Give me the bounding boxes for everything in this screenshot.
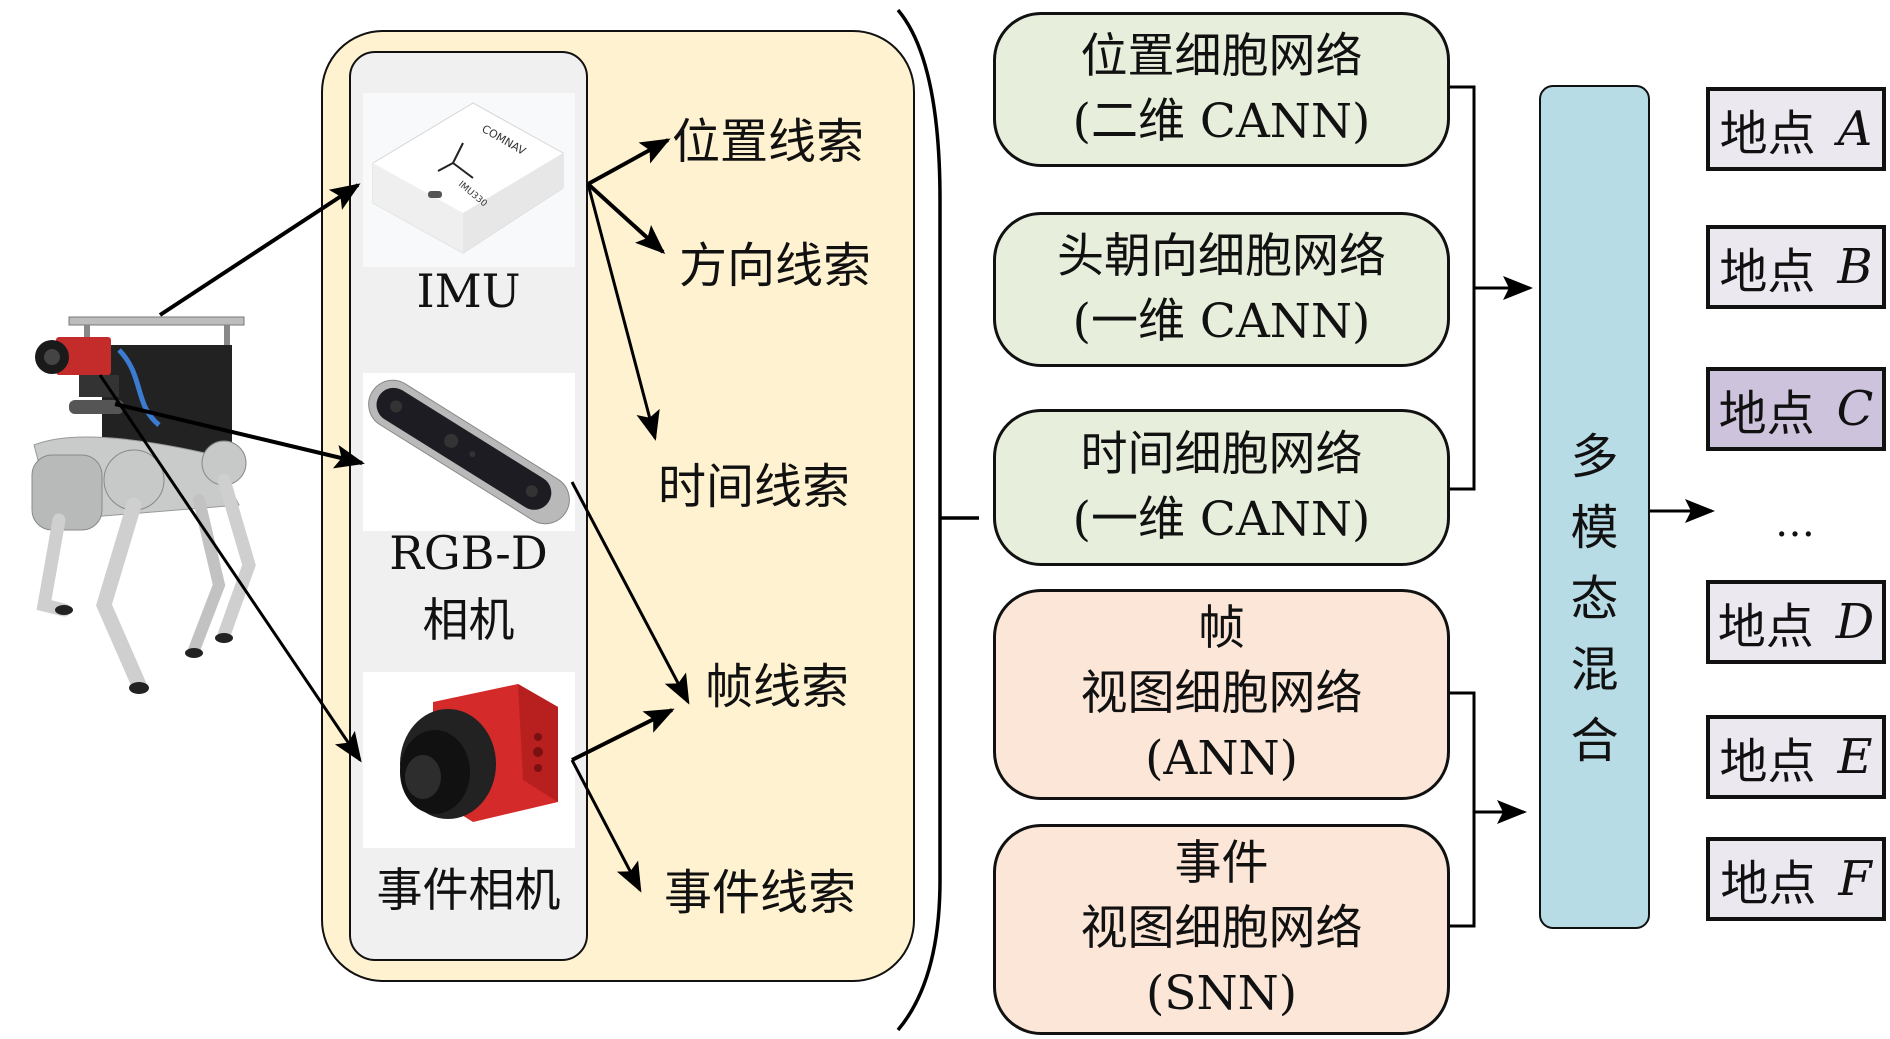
imu-label: IMU xyxy=(416,264,521,318)
robot-dog-image xyxy=(31,316,256,694)
imu-image: COMNAV IMU330 xyxy=(363,93,575,267)
head-net-line2: (一维 CANN) xyxy=(1072,293,1371,349)
location-var: E xyxy=(1837,729,1873,785)
event-net-line3: (SNN) xyxy=(1145,965,1298,1021)
head-direction-cell-network: 头朝向细胞网络 (一维 CANN) xyxy=(993,212,1450,367)
event-camera-image xyxy=(363,672,575,848)
frame-net-line2: 视图细胞网络 xyxy=(1080,666,1363,722)
bracket-cann-networks xyxy=(1450,85,1476,491)
place-net-line2: (二维 CANN) xyxy=(1072,93,1371,149)
location-prefix: 地点 xyxy=(1719,734,1816,790)
cue-time: 时间线索 xyxy=(658,459,851,515)
location-var: C xyxy=(1836,381,1874,437)
time-net-line2: (一维 CANN) xyxy=(1072,491,1371,547)
location-prefix: 地点 xyxy=(1718,386,1815,442)
location-prefix: 地点 xyxy=(1719,106,1816,162)
event-camera-label: 事件相机 xyxy=(376,863,561,917)
ellipsis: … xyxy=(1775,500,1817,546)
location-a: 地点 A xyxy=(1706,87,1886,171)
head-net-line1: 头朝向细胞网络 xyxy=(1057,228,1386,284)
location-var: A xyxy=(1837,101,1873,157)
event-net-line2: 视图细胞网络 xyxy=(1080,901,1363,957)
cue-event: 事件线索 xyxy=(664,865,857,921)
fusion-label: 多 模 态 混 合 xyxy=(1541,422,1648,777)
rgbd-label-line1: RGB-D xyxy=(389,526,548,580)
location-f: 地点 F xyxy=(1706,837,1886,921)
event-view-cell-network: 事件 视图细胞网络 (SNN) xyxy=(993,824,1450,1035)
cue-frame: 帧线索 xyxy=(705,659,850,715)
place-cell-network: 位置细胞网络 (二维 CANN) xyxy=(993,12,1450,167)
location-b: 地点 B xyxy=(1706,225,1886,309)
place-net-line1: 位置细胞网络 xyxy=(1080,28,1363,84)
cue-direction: 方向线索 xyxy=(679,238,872,294)
fusion-char: 混 xyxy=(1570,642,1619,699)
frame-net-line1: 帧 xyxy=(1198,601,1245,657)
fusion-char: 模 xyxy=(1570,500,1619,557)
location-var: F xyxy=(1838,851,1872,907)
multimodal-fusion-block: 多 模 态 混 合 xyxy=(1539,85,1650,929)
location-d: 地点 D xyxy=(1706,580,1886,664)
location-var: B xyxy=(1837,239,1873,295)
cue-position: 位置线索 xyxy=(672,114,865,170)
time-cell-network: 时间细胞网络 (一维 CANN) xyxy=(993,409,1450,566)
location-e: 地点 E xyxy=(1706,715,1886,799)
rgbd-label-line2: 相机 xyxy=(422,593,515,647)
frame-view-cell-network: 帧 视图细胞网络 (ANN) xyxy=(993,589,1450,800)
fusion-char: 多 xyxy=(1570,429,1619,485)
location-prefix: 地点 xyxy=(1717,599,1814,655)
frame-net-line3: (ANN) xyxy=(1145,730,1298,786)
location-prefix: 地点 xyxy=(1720,856,1817,912)
event-net-line1: 事件 xyxy=(1174,836,1269,892)
location-var: D xyxy=(1835,594,1875,650)
time-net-line1: 时间细胞网络 xyxy=(1080,426,1363,482)
bracket-view-networks xyxy=(1450,691,1476,928)
location-prefix: 地点 xyxy=(1719,244,1816,300)
fusion-char: 态 xyxy=(1570,571,1619,628)
rgbd-camera-image xyxy=(363,373,575,531)
fusion-char: 合 xyxy=(1570,713,1619,770)
location-c-highlighted: 地点 C xyxy=(1706,367,1886,451)
